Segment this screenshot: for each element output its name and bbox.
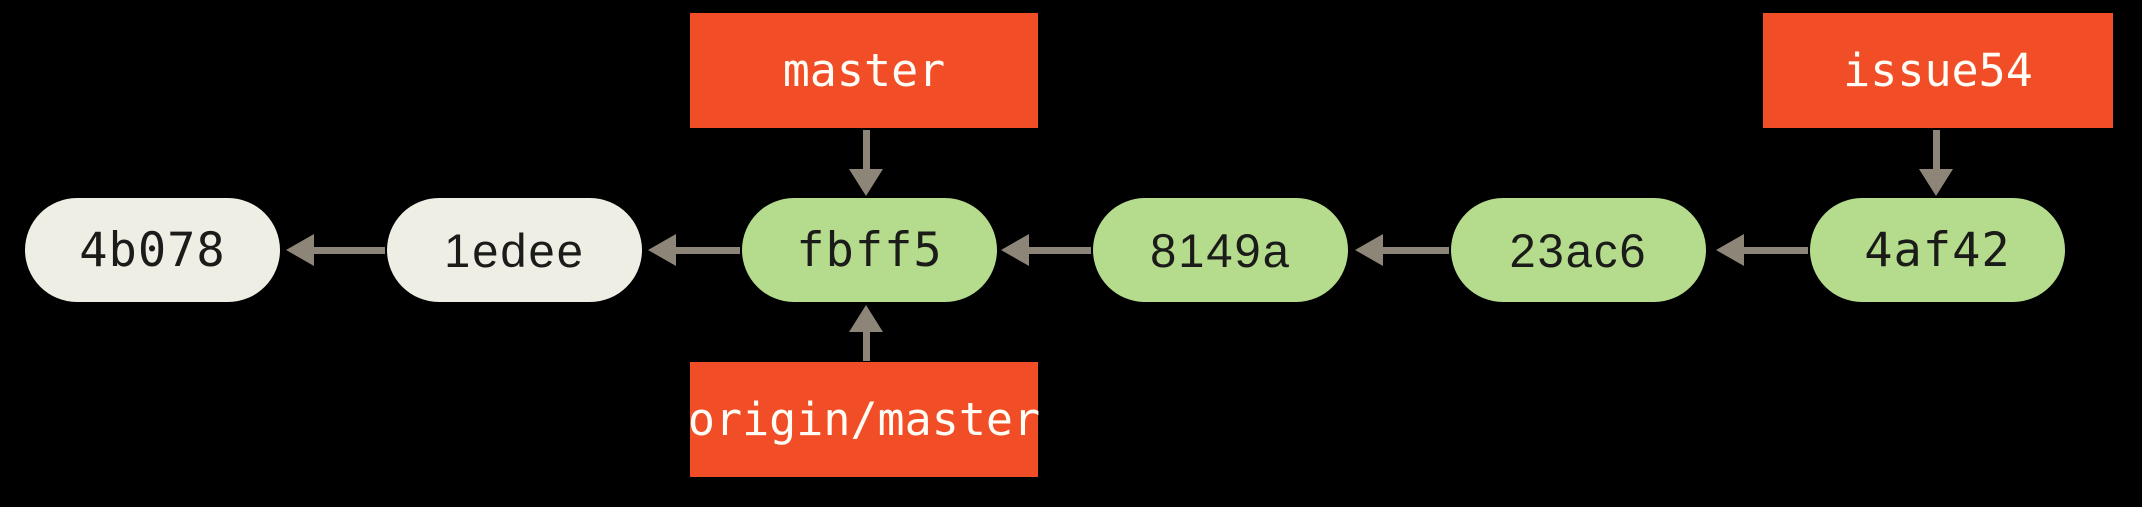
commit-node-fbff5: fbff5 xyxy=(742,198,997,302)
commit-id: 8149a xyxy=(1150,223,1291,277)
parent-arrow-4af42-to-23ac6 xyxy=(1716,234,1808,266)
arrow-left-icon xyxy=(1355,234,1383,266)
arrow-shaft xyxy=(1932,130,1940,169)
parent-arrow-1edee-to-4b078 xyxy=(286,234,385,266)
arrow-down-icon xyxy=(1919,169,1953,196)
ref-arrow-origin-master-to-fbff5 xyxy=(849,305,883,361)
arrow-shaft xyxy=(862,130,870,169)
parent-arrow-8149a-to-fbff5 xyxy=(1001,234,1091,266)
arrow-left-icon xyxy=(1716,234,1744,266)
commit-node-1edee: 1edee xyxy=(387,198,642,302)
commit-node-4af42: 4af42 xyxy=(1810,198,2065,302)
arrow-left-icon xyxy=(648,234,676,266)
arrow-down-icon xyxy=(849,169,883,196)
branch-label-master: master xyxy=(690,13,1038,128)
commit-node-8149a: 8149a xyxy=(1093,198,1348,302)
arrow-shaft xyxy=(862,332,870,361)
commit-id: 4af42 xyxy=(1864,222,2011,278)
parent-arrow-fbff5-to-1edee xyxy=(648,234,740,266)
commit-id: 4b078 xyxy=(79,222,226,278)
commit-id: 1edee xyxy=(444,223,585,277)
commit-node-23ac6: 23ac6 xyxy=(1451,198,1706,302)
branch-label-text: issue54 xyxy=(1843,44,2033,97)
commit-node-4b078: 4b078 xyxy=(25,198,280,302)
branch-label-origin-master: origin/master xyxy=(687,362,1041,477)
commit-id: fbff5 xyxy=(796,222,943,278)
arrow-shaft xyxy=(676,246,740,254)
ref-arrow-issue54-to-4af42 xyxy=(1919,130,1953,196)
arrow-left-icon xyxy=(286,234,314,266)
arrow-left-icon xyxy=(1001,234,1029,266)
arrow-shaft xyxy=(1383,246,1449,254)
commit-id: 23ac6 xyxy=(1509,223,1648,277)
arrow-up-icon xyxy=(849,305,883,332)
arrow-shaft xyxy=(1744,246,1808,254)
branch-label-text: origin/master xyxy=(687,393,1041,446)
branch-label-issue54: issue54 xyxy=(1763,13,2113,128)
arrow-shaft xyxy=(314,246,385,254)
ref-arrow-master-to-fbff5 xyxy=(849,130,883,196)
parent-arrow-23ac6-to-8149a xyxy=(1355,234,1449,266)
arrow-shaft xyxy=(1029,246,1091,254)
branch-label-text: master xyxy=(782,44,946,97)
